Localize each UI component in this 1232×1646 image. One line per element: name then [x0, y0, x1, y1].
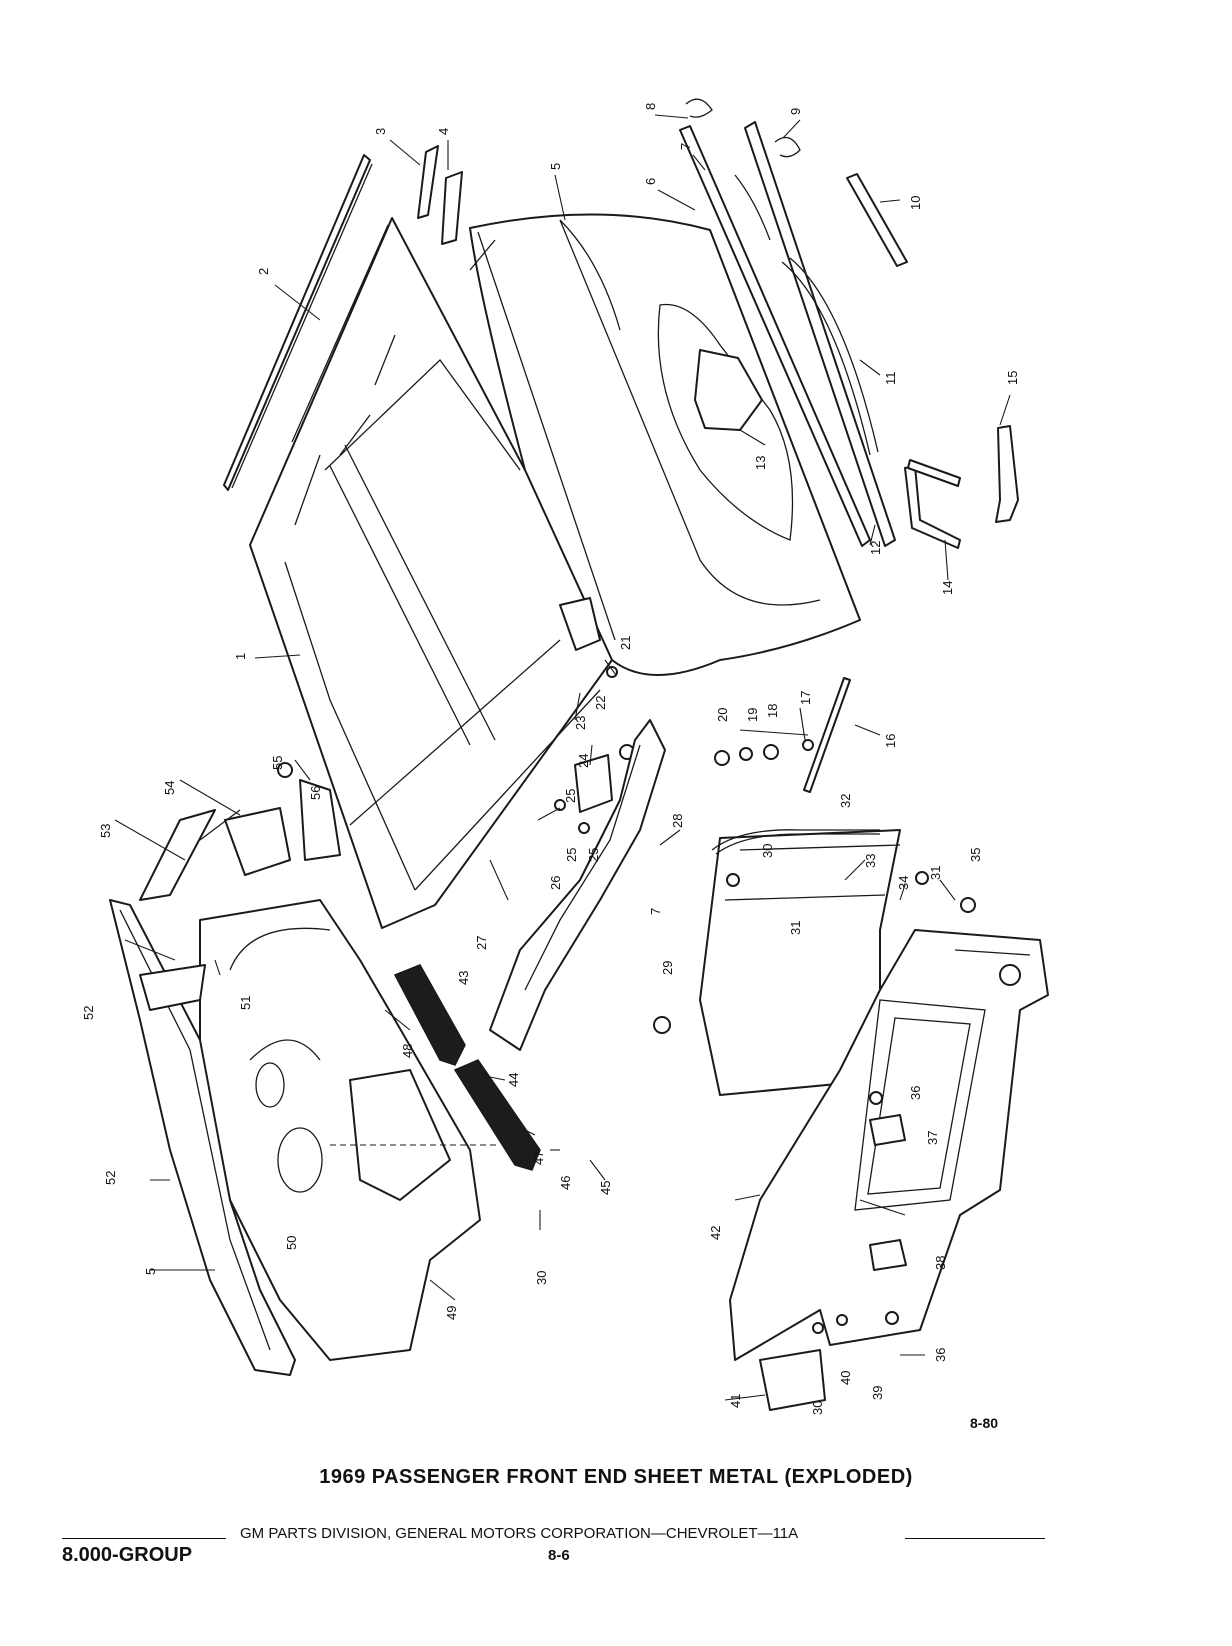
callout-53: 53: [98, 824, 113, 838]
fender-trim-parts: [417, 98, 1019, 549]
callout-44: 44: [506, 1073, 521, 1087]
callout-21: 21: [618, 636, 633, 650]
footer-publisher: GM PARTS DIVISION, GENERAL MOTORS CORPOR…: [240, 1525, 799, 1542]
callout-3: 3: [373, 128, 388, 135]
callout-6: 6: [643, 178, 658, 185]
callout-43: 43: [456, 971, 471, 985]
callout-19: 19: [745, 708, 760, 722]
callout-25-b: 25: [564, 848, 579, 862]
callout-48: 48: [400, 1044, 415, 1058]
callout-34: 34: [896, 876, 911, 890]
callout-1: 1: [233, 653, 248, 660]
callout-8: 8: [643, 103, 658, 110]
callout-26: 26: [548, 876, 563, 890]
callout-30-radiator: 30: [760, 844, 775, 858]
figure-number: 8-80: [970, 1415, 999, 1431]
callout-42: 42: [708, 1226, 723, 1240]
footer-rule-right: [905, 1538, 1045, 1539]
callout-54: 54: [162, 781, 177, 795]
callout-29: 29: [660, 961, 675, 975]
callout-41: 41: [728, 1394, 743, 1408]
footer-rule-left: [62, 1538, 226, 1539]
callout-33: 33: [863, 854, 878, 868]
footer-group-label: 8.000-GROUP: [62, 1544, 193, 1566]
page-title: 1969 PASSENGER FRONT END SHEET METAL (EX…: [319, 1466, 913, 1488]
callout-37: 37: [925, 1131, 940, 1145]
callout-20: 20: [715, 708, 730, 722]
callout-56: 56: [308, 786, 323, 800]
callout-25-a: 25: [563, 789, 578, 803]
callout-50: 50: [284, 1236, 299, 1250]
callout-40: 40: [838, 1371, 853, 1385]
callout-16: 16: [883, 734, 898, 748]
callout-30-lower: 30: [534, 1271, 549, 1285]
hood-moulding: [223, 154, 373, 491]
callout-24: 24: [576, 754, 591, 768]
callout-17: 17: [798, 691, 813, 705]
callout-46: 46: [558, 1176, 573, 1190]
callout-31-a: 31: [928, 866, 943, 880]
callout-55: 55: [270, 756, 285, 770]
footer-page-number: 8-6: [548, 1547, 570, 1564]
callout-12: 12: [868, 541, 883, 555]
callout-30-support: 30: [810, 1401, 825, 1415]
callout-18: 18: [765, 704, 780, 718]
callout-labels: 1 2 3 4 5 5 6 7 7 8 9 10 11 12 13 14 15 …: [81, 103, 1020, 1415]
callout-11: 11: [883, 372, 898, 386]
inner-fender: [199, 899, 500, 1361]
hood-hardware: [554, 597, 851, 834]
callout-2: 2: [256, 268, 271, 275]
callout-36-upper: 36: [908, 1086, 923, 1100]
callout-14: 14: [940, 581, 955, 595]
callout-51: 51: [238, 996, 253, 1010]
fender-skirt: [489, 719, 666, 1051]
leader-lines: [114, 114, 1011, 1401]
radiator-hardware: [653, 829, 976, 1334]
callout-7-fender: 7: [678, 143, 693, 150]
callout-39: 39: [870, 1386, 885, 1400]
callout-49: 49: [444, 1306, 459, 1320]
callout-36-lower: 36: [933, 1348, 948, 1362]
callout-15: 15: [1005, 371, 1020, 385]
callout-28: 28: [670, 814, 685, 828]
callout-13: 13: [753, 456, 768, 470]
callout-52-lower: 52: [103, 1171, 118, 1185]
callout-45: 45: [598, 1181, 613, 1195]
hood-hinge: [139, 762, 341, 901]
callout-32: 32: [838, 794, 853, 808]
callout-52-upper: 52: [81, 1006, 96, 1020]
front-fender-lower: [109, 899, 296, 1376]
callout-9: 9: [788, 108, 803, 115]
splash-shields: [393, 964, 541, 1171]
callout-47: 47: [531, 1151, 546, 1165]
callout-10: 10: [908, 196, 923, 210]
radiator-support: [699, 829, 1049, 1411]
callout-5-fender: 5: [548, 163, 563, 170]
callout-5-lower: 5: [143, 1268, 158, 1275]
callout-25-c: 25: [586, 848, 601, 862]
callout-35: 35: [968, 848, 983, 862]
callout-38: 38: [933, 1256, 948, 1270]
callout-31-b: 31: [788, 921, 803, 935]
callout-7-radiator: 7: [648, 908, 663, 915]
callout-27: 27: [474, 936, 489, 950]
callout-23: 23: [573, 716, 588, 730]
callout-4: 4: [436, 128, 451, 135]
callout-22: 22: [593, 696, 608, 710]
front-fender-panel: [469, 213, 861, 676]
